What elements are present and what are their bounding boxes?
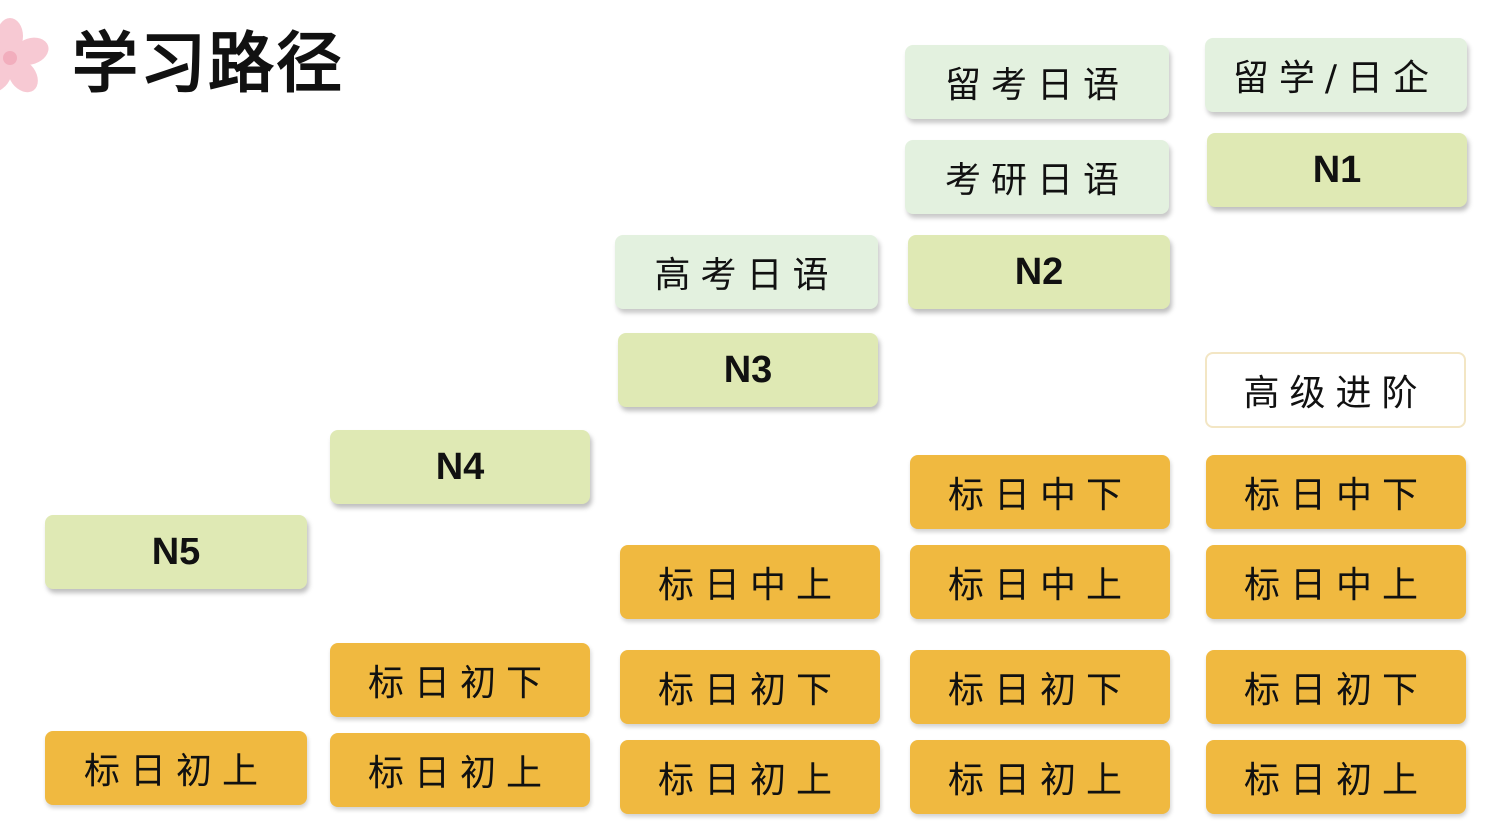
- exam-goal-box: 留学/日企: [1205, 38, 1467, 112]
- textbook-box: 标日初下: [1206, 650, 1466, 724]
- textbook-box: 标日中下: [1206, 455, 1466, 529]
- cherry-blossom-icon: [0, 18, 49, 93]
- textbook-box: 标日中下: [910, 455, 1170, 529]
- level-n5-box: N5: [45, 515, 307, 589]
- textbook-box: 标日中上: [620, 545, 880, 619]
- textbook-box: 标日初上: [45, 731, 307, 805]
- level-n3-box: N3: [618, 333, 878, 407]
- textbook-box: 标日中上: [1206, 545, 1466, 619]
- advanced-box: 高级进阶: [1205, 352, 1466, 428]
- level-n2-box: N2: [908, 235, 1170, 309]
- textbook-box: 标日中上: [910, 545, 1170, 619]
- textbook-box: 标日初上: [620, 740, 880, 814]
- level-n4-box: N4: [330, 430, 590, 504]
- textbook-box: 标日初下: [330, 643, 590, 717]
- page-title: 学习路径: [72, 25, 344, 102]
- exam-goal-box: 留考日语: [905, 45, 1169, 119]
- level-n1-box: N1: [1207, 133, 1467, 207]
- exam-goal-box: 高考日语: [615, 235, 878, 309]
- textbook-box: 标日初下: [910, 650, 1170, 724]
- textbook-box: 标日初上: [1206, 740, 1466, 814]
- textbook-box: 标日初下: [620, 650, 880, 724]
- textbook-box: 标日初上: [330, 733, 590, 807]
- exam-goal-box: 考研日语: [905, 140, 1169, 214]
- textbook-box: 标日初上: [910, 740, 1170, 814]
